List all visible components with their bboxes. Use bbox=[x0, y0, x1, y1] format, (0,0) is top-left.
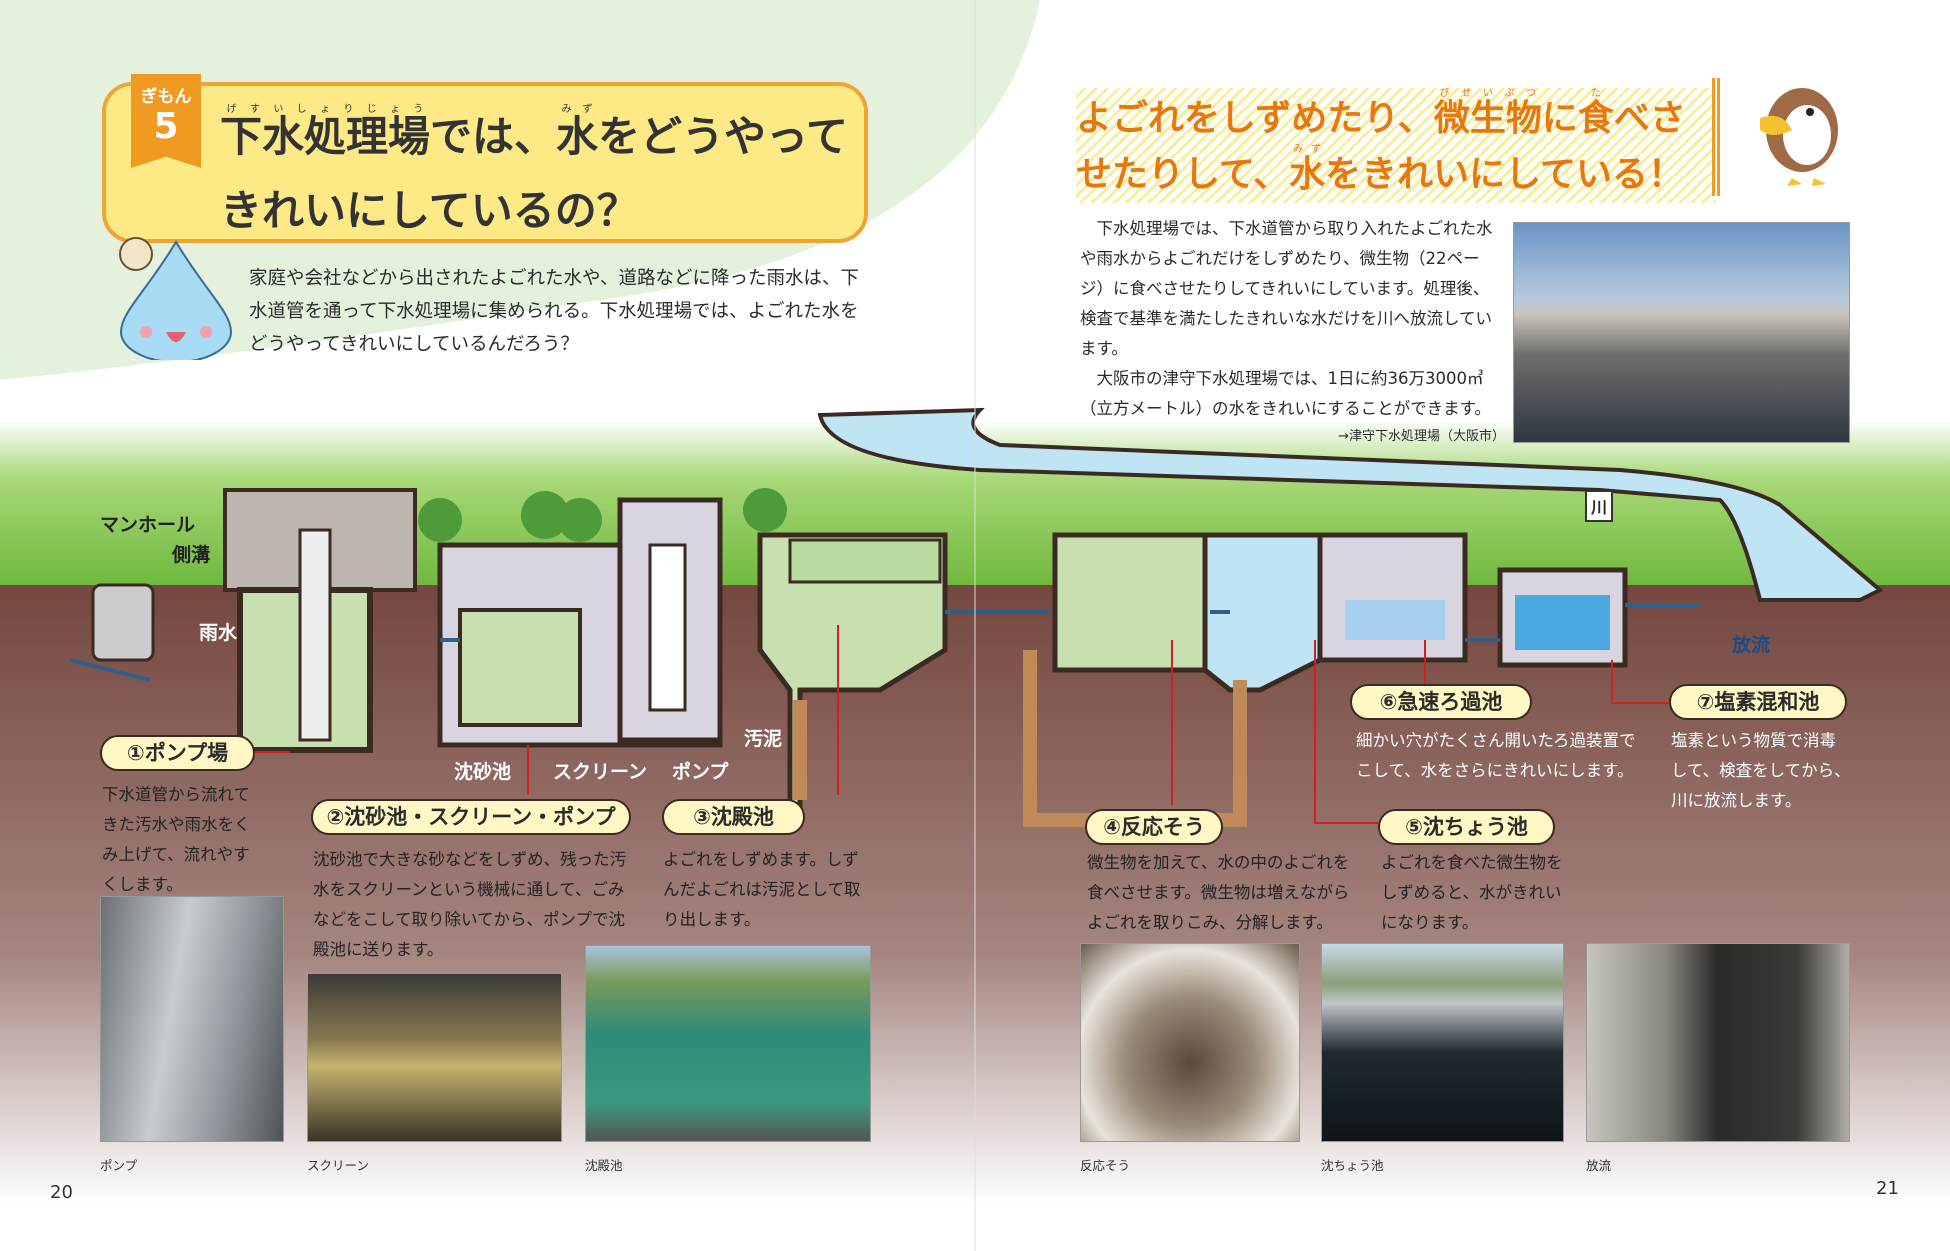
step-7-label: ⑦塩素混和池 bbox=[1669, 684, 1847, 720]
question-badge: ぎもん 5 bbox=[131, 74, 201, 168]
plant-photo bbox=[1513, 222, 1850, 443]
step-3-desc: よごれをしずめます。しずんだよごれは汚泥として取り出します。 bbox=[663, 850, 861, 929]
manhole bbox=[91, 583, 155, 662]
ruby-text: 水みず bbox=[556, 104, 599, 161]
headline-divider bbox=[1712, 78, 1720, 196]
step-5-desc: よごれを食べた微生物をしずめると、水がきれいになります。 bbox=[1381, 853, 1563, 932]
pump-photo-caption: ポンプ bbox=[100, 1158, 138, 1173]
reaction-tank bbox=[1052, 532, 1208, 673]
step-5-label: ⑤沈ちょう池 bbox=[1378, 809, 1555, 845]
ruby-text: 食た bbox=[1577, 88, 1614, 139]
primary-sedimentation-photo bbox=[585, 945, 871, 1142]
screen-photo-caption: スクリーン bbox=[307, 1158, 369, 1173]
badge-number: 5 bbox=[153, 106, 179, 147]
final-sedimentation-photo bbox=[1321, 943, 1564, 1142]
step-7-desc: 塩素という物質で消毒して、検査をしてから、川に放流します。 bbox=[1671, 731, 1851, 810]
step-2-label: ②沈砂池・スクリーン・ポンプ bbox=[311, 799, 631, 835]
label-sludge: 汚泥 bbox=[744, 728, 783, 750]
label-manhole: マンホール bbox=[100, 514, 196, 536]
label-discharge: 放流 bbox=[1732, 634, 1771, 656]
page-number-right: 21 bbox=[1876, 1178, 1899, 1199]
discharge-photo bbox=[1586, 943, 1850, 1142]
step-1-label: ①ポンプ場 bbox=[100, 735, 255, 771]
step-6-label: ⑥急速ろ過池 bbox=[1350, 684, 1532, 720]
label-pump: ポンプ bbox=[672, 761, 729, 783]
primary-sedimentation-photo-caption: 沈殿池 bbox=[585, 1158, 623, 1173]
water-drop-mascot bbox=[106, 232, 241, 363]
rapid-filter bbox=[1317, 532, 1468, 663]
page-number-left: 20 bbox=[50, 1182, 73, 1203]
discharge-photo-caption: 放流 bbox=[1586, 1158, 1612, 1173]
answer-headline: よごれをしずめたり、微生物びせいぶつに食たべさせたりして、水みずをきれいにしてい… bbox=[1076, 88, 1716, 203]
step-3-label: ③沈殿池 bbox=[662, 799, 805, 835]
explanation-text: 下水処理場では、下水道管から取り入れたよごれた水や雨水からよごれだけをしずめたり… bbox=[1080, 214, 1495, 424]
step-1-desc: 下水道管から流れてきた汚水や雨水をくみ上げて、流れやすくします。 bbox=[102, 785, 251, 894]
label-river: 川 bbox=[1585, 490, 1614, 522]
pump bbox=[648, 543, 687, 712]
ruby-text: 下水処理場げすいしょりじょう bbox=[220, 104, 431, 161]
ruby-text: 微生物びせいぶつ bbox=[1433, 88, 1542, 139]
screen-photo bbox=[307, 973, 562, 1142]
final-sedimentation-photo-caption: 沈ちょう池 bbox=[1321, 1158, 1384, 1173]
river-channel bbox=[817, 407, 1884, 602]
label-grit: 沈砂池 bbox=[454, 761, 512, 783]
step-6-desc: 細かい穴がたくさん開いたろ過装置でこして、水をさらにきれいにします。 bbox=[1356, 731, 1636, 780]
step-2-desc: 沈砂池で大きな砂などをしずめ、残った汚水をスクリーンという機械に通して、ごみなど… bbox=[313, 850, 627, 959]
question-title-box bbox=[102, 82, 868, 243]
bird-mascot bbox=[1752, 80, 1847, 188]
label-gutter: 側溝 bbox=[172, 544, 211, 566]
plant-photo-caption: →津守下水処理場（大阪市） bbox=[1338, 429, 1505, 444]
badge-label: ぎもん bbox=[140, 87, 192, 107]
reaction-tank-photo-caption: 反応そう bbox=[1080, 1158, 1131, 1173]
step-4-desc: 微生物を加えて、水の中のよごれを食べさせます。微生物は増えながらよごれを取りこみ… bbox=[1087, 853, 1350, 932]
label-rain: 雨水 bbox=[199, 622, 238, 644]
reaction-tank-photo bbox=[1080, 943, 1300, 1142]
explanation-paragraph: 下水処理場では、下水道管から取り入れたよごれた水や雨水からよごれだけをしずめたり… bbox=[1080, 219, 1493, 358]
pump-photo bbox=[100, 896, 284, 1142]
page-title: 下水処理場げすいしょりじょうでは、水みずをどうやってきれいにしているの？ bbox=[220, 104, 847, 235]
label-screen: スクリーン bbox=[553, 761, 648, 783]
intro-text: 家庭や会社などから出されたよごれた水や、道路などに降った雨水は、下水道管を通って… bbox=[249, 268, 859, 355]
step-4-label: ④反応そう bbox=[1085, 809, 1223, 845]
ruby-text: 水みず bbox=[1289, 144, 1326, 195]
explanation-paragraph: 大阪市の津守下水処理場では、1日に約36万3000㎥（立方メートル）の水をきれい… bbox=[1080, 369, 1492, 418]
